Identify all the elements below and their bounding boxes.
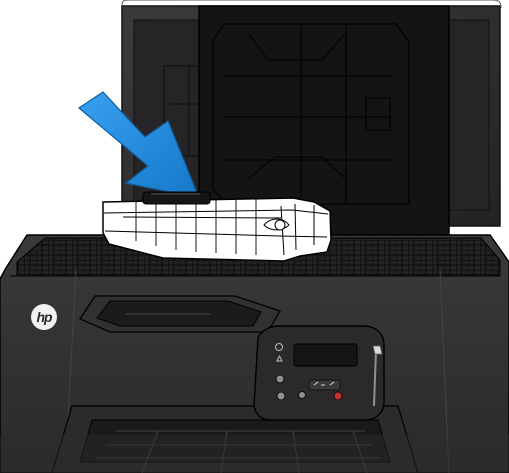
paper-tray: [51, 405, 419, 473]
toner-cartridge: [102, 191, 332, 262]
hp-logo: hp: [31, 304, 57, 330]
arrow-indicator: [78, 91, 200, 199]
output-tray: [79, 295, 281, 333]
front-shadow: [0, 435, 509, 473]
control-panel: [253, 325, 385, 421]
